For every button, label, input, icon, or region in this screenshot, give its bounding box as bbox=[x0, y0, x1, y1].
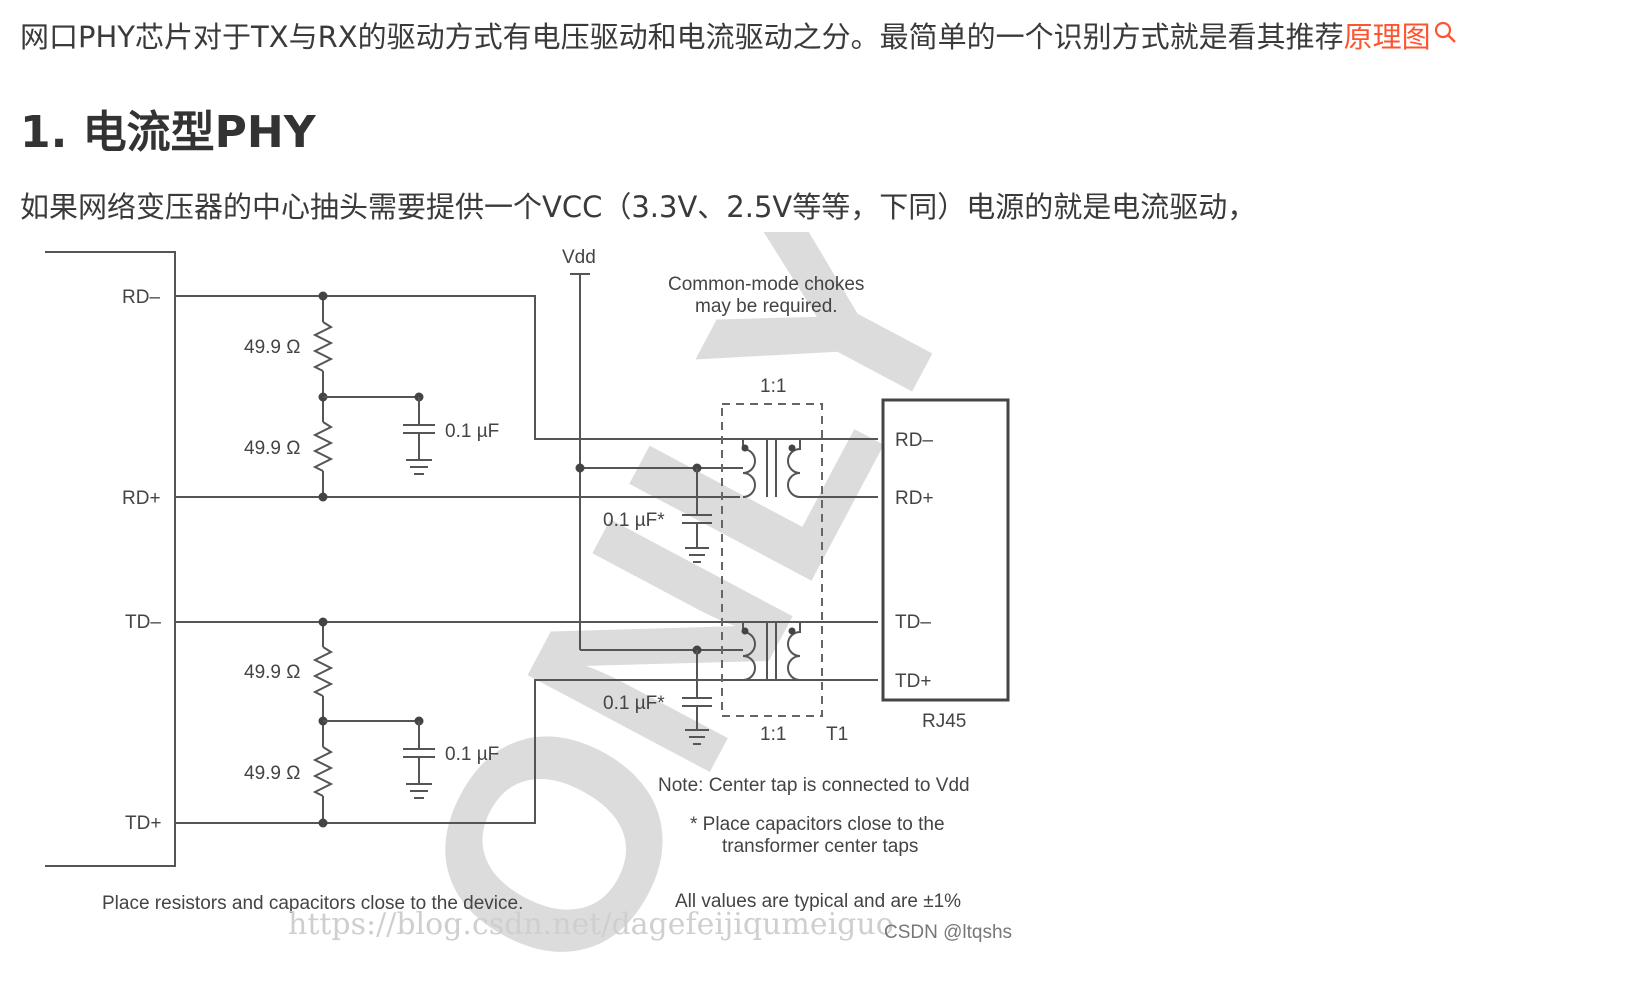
schematic-diagram: ONLY RD– RD+ TD– TD+ Vdd 49.9 Ω 49.9 Ω 0… bbox=[45, 232, 1026, 992]
schematic-figure: ONLY RD– RD+ TD– TD+ Vdd 49.9 Ω 49.9 Ω 0… bbox=[40, 232, 1060, 992]
cap-star-value: 0.1 µF* bbox=[603, 510, 665, 531]
rj45-pin-rd-minus: RD– bbox=[895, 430, 933, 451]
cap-value: 0.1 µF bbox=[445, 421, 499, 442]
resistor-value: 49.9 Ω bbox=[244, 438, 300, 459]
ratio-top: 1:1 bbox=[760, 376, 786, 397]
center-tap-note: Note: Center tap is connected to Vdd bbox=[658, 775, 970, 796]
cap-value: 0.1 µF bbox=[445, 744, 499, 765]
chokes-note-2: may be required. bbox=[695, 296, 838, 317]
pin-td-plus: TD+ bbox=[125, 813, 161, 834]
ratio-bottom: 1:1 bbox=[760, 724, 786, 745]
phy-device-outline bbox=[45, 251, 176, 867]
pin-rd-minus: RD– bbox=[122, 287, 160, 308]
resistor-rd-2 bbox=[312, 421, 334, 472]
resistor-td-2 bbox=[312, 746, 334, 797]
section-paragraph: 如果网络变压器的中心抽头需要提供一个VCC（3.3V、2.5V等等，下同）电源的… bbox=[20, 190, 1257, 224]
resistor-rd-1 bbox=[312, 321, 334, 372]
search-icon[interactable] bbox=[1433, 16, 1459, 58]
rj45-label: RJ45 bbox=[922, 711, 966, 732]
resistor-value: 49.9 Ω bbox=[244, 662, 300, 683]
pin-rd-plus: RD+ bbox=[122, 488, 161, 509]
cap-star-value: 0.1 µF* bbox=[603, 693, 665, 714]
rj45-connector bbox=[881, 398, 1010, 702]
vdd-label: Vdd bbox=[562, 247, 596, 268]
csdn-credit: CSDN @ltqshs bbox=[884, 922, 1012, 943]
rj45-pin-td-plus: TD+ bbox=[895, 671, 931, 692]
chokes-note-1: Common-mode chokes bbox=[668, 274, 864, 295]
place-resistors-note: Place resistors and capacitors close to … bbox=[102, 893, 523, 914]
resistor-value: 49.9 Ω bbox=[244, 763, 300, 784]
rj45-pin-rd-plus: RD+ bbox=[895, 488, 934, 509]
section-heading: 1. 电流型PHY bbox=[20, 107, 316, 158]
intro-text: 网口PHY芯片对于TX与RX的驱动方式有电压驱动和电流驱动之分。最简单的一个识别… bbox=[20, 20, 1344, 54]
resistor-value: 49.9 Ω bbox=[244, 337, 300, 358]
schematic-link[interactable]: 原理图 bbox=[1343, 20, 1431, 54]
resistor-td-1 bbox=[312, 646, 334, 697]
transformer-t1-box bbox=[721, 403, 823, 717]
transformer-rd-winding bbox=[741, 439, 801, 498]
place-caps-note-1: * Place capacitors close to the bbox=[690, 814, 945, 835]
pin-td-minus: TD– bbox=[125, 612, 161, 633]
td-plus-trace bbox=[175, 679, 878, 824]
rd-minus-trace bbox=[175, 295, 878, 440]
intro-paragraph: 网口PHY芯片对于TX与RX的驱动方式有电压驱动和电流驱动之分。最简单的一个识别… bbox=[20, 16, 1459, 58]
place-caps-note-2: transformer center taps bbox=[722, 836, 918, 857]
transformer-td-winding bbox=[741, 622, 801, 681]
values-note: All values are typical and are ±1% bbox=[675, 891, 961, 912]
url-watermark: https://blog.csdn.net/dagefeijiqumeiguo bbox=[288, 907, 894, 942]
transformer-label: T1 bbox=[826, 724, 848, 745]
rj45-pin-td-minus: TD– bbox=[895, 612, 931, 633]
